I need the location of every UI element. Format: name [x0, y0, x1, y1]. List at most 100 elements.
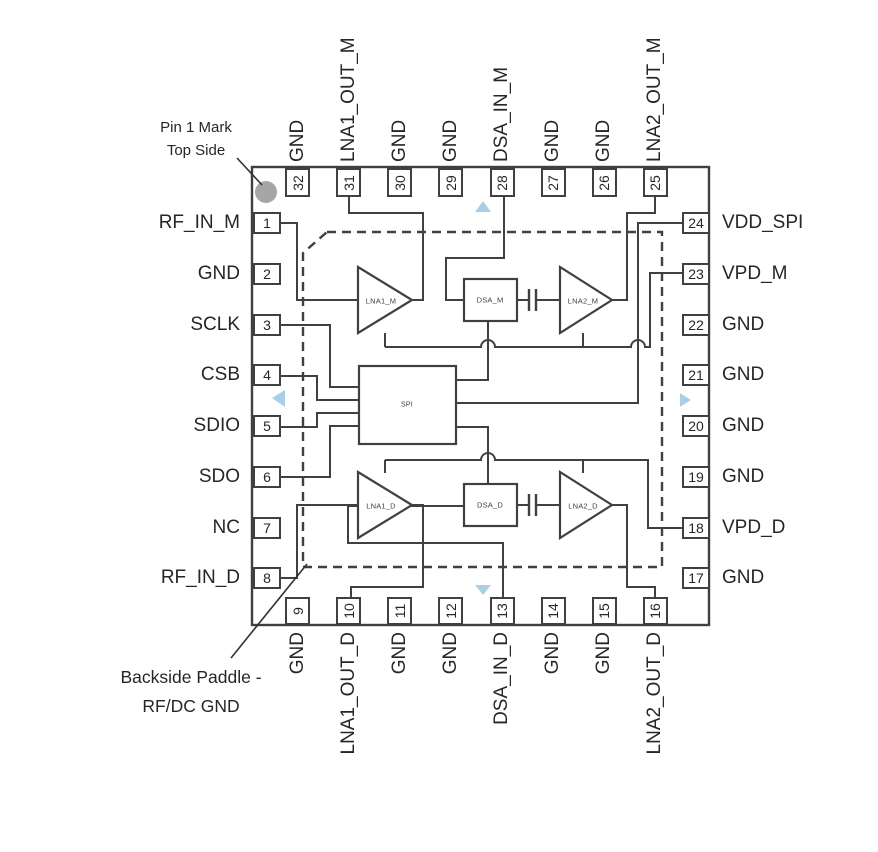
dsa-d-label: DSA_D — [476, 500, 504, 510]
lna1-m-amp-triangle — [356, 265, 415, 335]
wire-csb-to-spi — [281, 375, 359, 401]
pin-12-label: GND — [439, 632, 461, 675]
wire-vddspi-to-spi — [457, 222, 682, 404]
pin-28-box: 28 — [489, 168, 515, 197]
pin-15-box: 15 — [591, 597, 617, 625]
pin-11-label: GND — [388, 632, 410, 675]
pin-19-number: 19 — [688, 468, 704, 485]
pin-7-number: 7 — [263, 519, 271, 536]
wire-rfinm-to-lna1m — [281, 222, 358, 301]
pin-11-box: 11 — [387, 597, 413, 625]
pin-25-number: 25 — [647, 174, 664, 191]
pin-28-label: DSA_IN_M — [491, 66, 513, 162]
pin-27-number: 27 — [545, 174, 562, 191]
pin-7-label: NC — [212, 516, 240, 538]
pin-17-box: 17 — [682, 567, 710, 590]
pinout-diagram: LNA1_M DSA_M LNA2_M SPI LNA1_D DSA_D LNA… — [118, 37, 803, 754]
lna1-m-label: LNA1_M — [365, 296, 397, 306]
pin-20-label: GND — [722, 415, 765, 437]
pin-22-box: 22 — [682, 313, 710, 336]
pin-31-number: 31 — [340, 174, 357, 191]
pin-19-label: GND — [722, 465, 765, 487]
pin-22-label: GND — [722, 313, 765, 335]
pin-26-label: GND — [593, 119, 615, 162]
lna2-m-label: LNA2_M — [567, 296, 599, 306]
lna2-d-label: LNA2_D — [568, 501, 598, 511]
wire-d-bias-rail-to-vpdd — [385, 452, 682, 529]
pin-7-box: 7 — [253, 516, 281, 539]
pin-17-label: GND — [722, 567, 765, 589]
pin-10-box: 10 — [336, 597, 362, 625]
pin-32-number: 32 — [289, 174, 306, 191]
pin-2-box: 2 — [253, 263, 281, 285]
pin-20-box: 20 — [682, 415, 710, 438]
pin-18-box: 18 — [682, 516, 710, 539]
pin-21-number: 21 — [688, 367, 704, 384]
wire-sdo-to-spi — [281, 425, 359, 478]
wires — [281, 197, 682, 597]
dsa-m-box — [462, 277, 519, 323]
lna2-m-amp-triangle — [558, 264, 615, 336]
pin-25-box: 25 — [642, 168, 668, 197]
pin-24-number: 24 — [688, 215, 704, 232]
pin-4-number: 4 — [263, 367, 271, 384]
chip-body — [250, 165, 711, 627]
nav-arrows — [272, 201, 691, 595]
nav-arrow-down-icon — [475, 585, 491, 595]
pin-9-box: 9 — [285, 597, 310, 625]
pin-30-number: 30 — [391, 174, 408, 191]
wire-spi-to-dsad — [457, 426, 489, 484]
pin-14-label: GND — [542, 632, 564, 675]
dsa-d-box — [462, 482, 519, 528]
pin-23-number: 23 — [688, 266, 704, 282]
pin-1-label: RF_IN_M — [158, 212, 240, 234]
pin-3-label: SCLK — [190, 313, 240, 335]
pin-9-label: GND — [286, 632, 308, 675]
schematic-layer — [230, 157, 711, 659]
pin-26-number: 26 — [596, 174, 613, 191]
pin-28-number: 28 — [494, 174, 511, 191]
pin-32-label: GND — [286, 119, 308, 162]
pin-6-label: SDO — [198, 465, 240, 487]
pin-5-label: SDIO — [193, 415, 240, 437]
pin-10-label: LNA1_OUT_D — [337, 632, 359, 755]
pin-31-box: 31 — [336, 168, 362, 197]
pin-21-label: GND — [722, 364, 765, 386]
pin-23-box: 23 — [682, 263, 710, 285]
pin-18-number: 18 — [688, 519, 704, 536]
wire-rfind-to-lna1d — [281, 504, 358, 579]
pin-8-label: RF_IN_D — [160, 567, 240, 589]
capacitors — [527, 289, 538, 516]
pin-8-box: 8 — [253, 567, 281, 590]
pin-26-box: 26 — [591, 168, 617, 197]
pin-3-box: 3 — [253, 313, 281, 336]
pin-32-box: 32 — [285, 168, 310, 197]
nav-arrow-right-icon — [680, 393, 691, 407]
pin-23-label: VPD_M — [722, 263, 788, 284]
pin-14-box: 14 — [540, 597, 566, 625]
blocks — [356, 264, 615, 541]
pin1-mark-dot — [255, 181, 277, 203]
wire-d-bias-stubs — [384, 460, 584, 473]
pin-13-label: DSA_IN_D — [491, 632, 513, 725]
pin1-mark-note: Pin 1 Mark Top Side — [118, 116, 274, 162]
cap-m-icon — [527, 289, 538, 311]
pin-11-number: 11 — [391, 603, 408, 619]
pin-19-box: 19 — [682, 465, 710, 488]
pin-27-label: GND — [542, 119, 564, 162]
wire-m-bias-rail-to-vpdm — [385, 272, 682, 348]
wire-pin28-to-dsam — [445, 197, 505, 301]
pin-21-box: 21 — [682, 364, 710, 387]
pin-20-number: 20 — [688, 418, 704, 435]
pin-15-number: 15 — [596, 603, 613, 619]
wire-lna2d-to-pin16 — [610, 504, 656, 597]
pin-5-box: 5 — [253, 415, 281, 438]
pin-6-box: 6 — [253, 465, 281, 488]
lna2-d-amp-triangle — [558, 469, 615, 541]
pin-30-label: GND — [388, 119, 410, 162]
pin-16-number: 16 — [647, 603, 664, 619]
pin-3-number: 3 — [263, 316, 271, 333]
pin-9-number: 9 — [289, 607, 306, 615]
pin-18-label: VPD_D — [722, 516, 786, 538]
pin-25-label: LNA2_OUT_M — [644, 37, 666, 162]
